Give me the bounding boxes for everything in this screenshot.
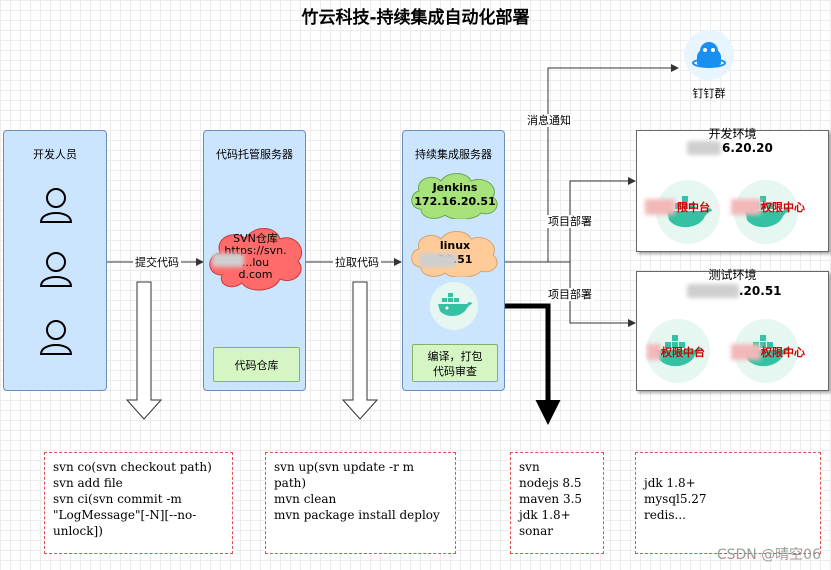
env-tools-note: jdk 1.8+ mysql5.27 redis... [635,452,821,554]
test-app-2: 权限中心 [761,346,805,359]
developer-panel: 开发人员 [3,130,107,391]
user-icon [39,320,73,355]
docker-icon [656,180,720,244]
test-env-title: 测试环境 [708,268,757,282]
note-line: nodejs 8.5 [519,476,582,490]
dev-env-ip: 6.20.20 [722,141,773,155]
svn-cloud [209,228,303,291]
user-icon [39,252,73,287]
dev-commands-note: svn co(svn checkout path) svn add file s… [44,452,233,554]
commit-label: 提交代码 [133,256,181,269]
note-line: svn co(svn checkout path) [53,460,212,474]
hollow-arrow-dev [125,281,163,420]
test-env-panel: 测试环境 .20.51 权限中台 权限中心 [636,268,829,391]
pull-label: 拉取代码 [333,256,381,269]
note-line: svn [519,460,540,474]
jenkins-cloud [411,173,498,219]
redaction [731,199,761,215]
note-line: redis... [644,508,686,522]
user-icon [39,188,73,223]
note-line: svn ci(svn commit -m "LogMessage"[-N][--… [53,492,197,538]
repo-server-panel: 代码托管服务器 SVN仓库 https://svn. ...lou d.com … [203,130,306,391]
test-env-ip: .20.51 [739,284,782,298]
developer-panel-title: 开发人员 [33,148,77,161]
diagram-title: 竹云科技-持续集成自动化部署 [301,8,530,28]
test-app-1: 权限中台 [661,346,705,359]
watermark: CSDN @晴空06 [716,547,821,563]
ci-server-title: 持续集成服务器 [415,148,492,161]
deploy-label-test: 项目部署 [546,288,594,301]
note-line: jdk 1.8+ [644,476,696,490]
redaction [645,199,675,215]
repo-box: 代码仓库 [213,347,300,382]
redaction [212,253,244,267]
arrow-deploy-test [569,262,636,327]
redaction [419,253,457,267]
dev-app-1: 限中台 [677,201,710,214]
dev-env-title: 开发环境 [708,127,757,141]
docker-icon [734,180,798,244]
dingtalk-label: 钉钉群 [692,87,726,100]
hollow-arrow-repo [341,281,379,420]
redaction [687,141,721,155]
user-icons [39,188,73,355]
repo-commands-note: svn up(svn update -r m path) mvn clean m… [265,452,456,554]
note-line: jdk 1.8+ [519,508,571,522]
deploy-label-dev: 项目部署 [546,215,594,228]
build-box: 编译，打包 代码审查 [412,344,498,382]
note-line: maven 3.5 [519,492,583,506]
dev-app-2: 权限中心 [761,201,805,214]
redaction [731,344,761,360]
redaction [647,344,661,360]
note-line: mysql5.27 [644,492,707,506]
note-line: mvn package install deploy [274,508,440,522]
repo-server-title: 代码托管服务器 [216,148,293,161]
notify-label: 消息通知 [525,114,573,127]
note-line: svn up(svn update -r m path) [274,460,418,490]
ci-server-panel: 持续集成服务器 Jenkins 172.16.20.51 linux 20.51… [402,130,505,391]
ci-tools-note: svn nodejs 8.5 maven 3.5 jdk 1.8+ sonar [510,452,604,554]
docker-icon [430,282,478,330]
dev-env-panel: 开发环境 6.20.20 限中台 权限中心 [636,127,829,252]
note-line: svn add file [53,476,123,490]
redaction [687,284,739,298]
dingtalk-icon [684,30,734,80]
jenkins-label: Jenkins 172.16.20.51 [414,181,496,208]
note-line: mvn clean [274,492,337,506]
docker-icon [646,319,710,383]
note-line: sonar [519,524,554,538]
